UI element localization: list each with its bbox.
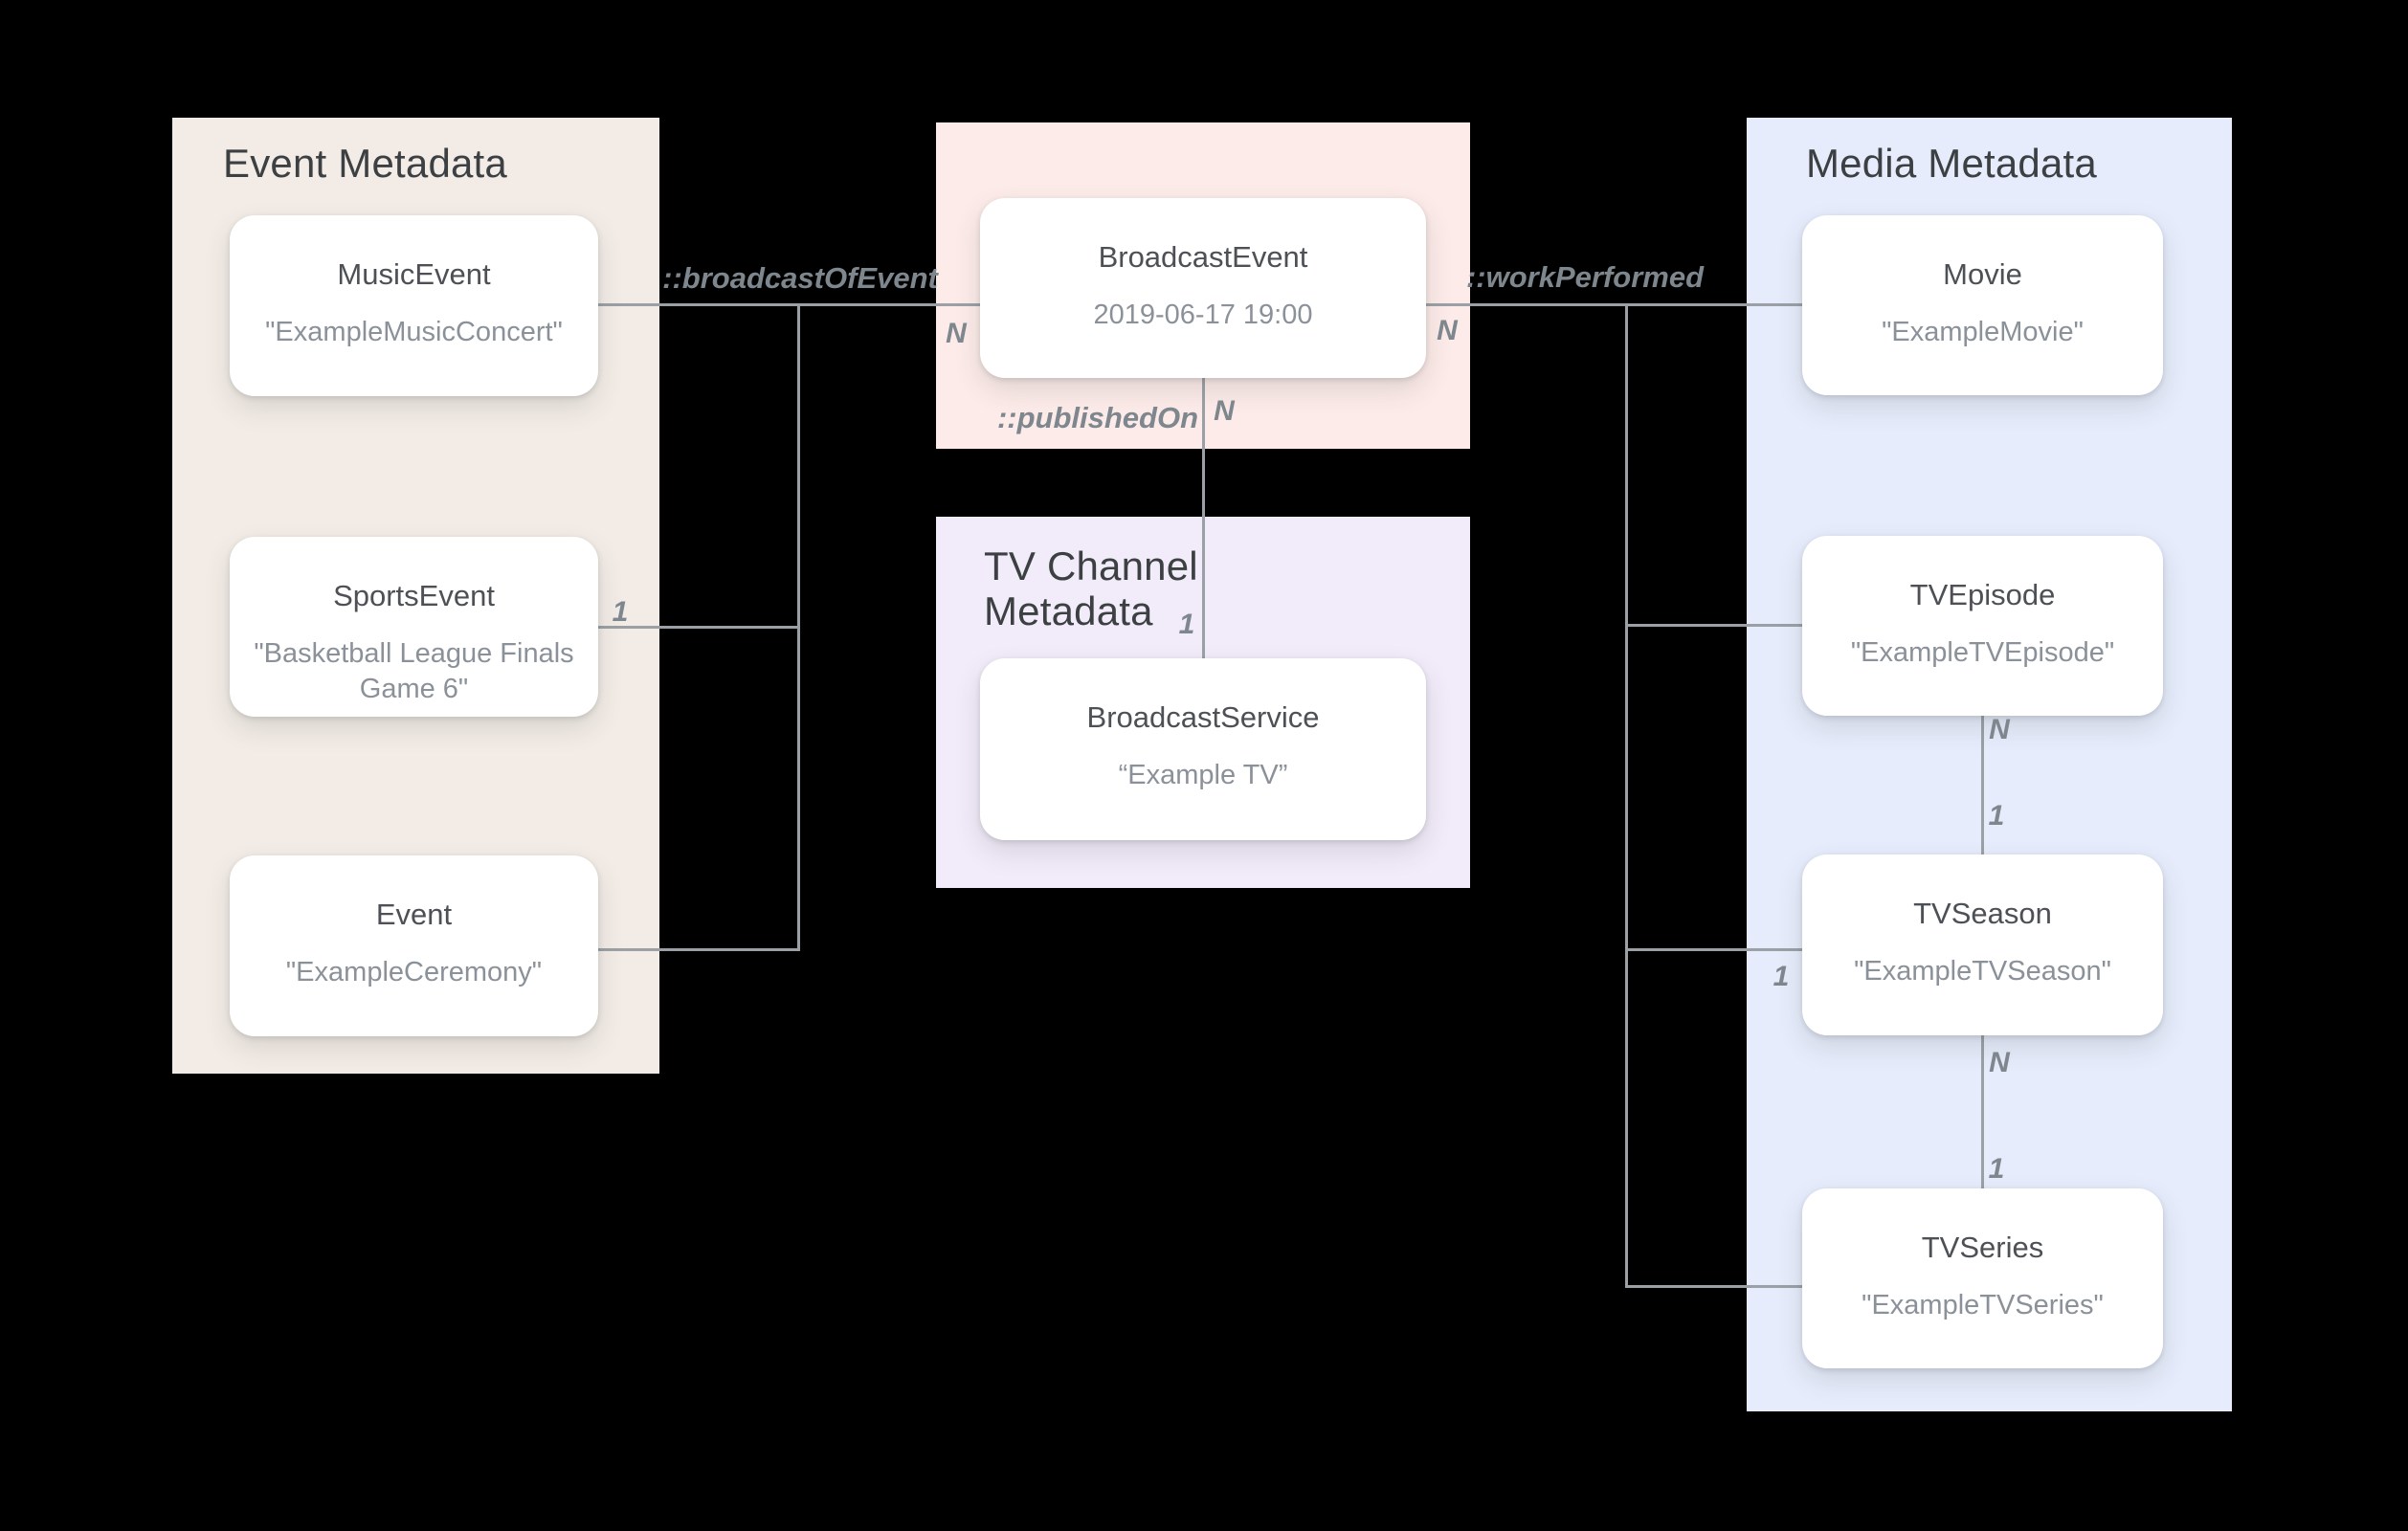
card-subtitle: "ExampleCeremony" [285,957,543,987]
card-title: TVSeries [1921,1231,2044,1264]
connector-tv-episode-branch [1625,624,1802,627]
multiplicity-episode-season-1: 1 [1988,800,2005,832]
card-broadcast-event: BroadcastEvent 2019-06-17 19:00 [980,198,1426,378]
card-tv-series: TVSeries "ExampleTVSeries" [1802,1188,2163,1368]
multiplicity-published-on-n: N [1214,395,1235,427]
multiplicity-sports-event-1: 1 [612,596,629,628]
card-tv-season: TVSeason "ExampleTVSeason" [1802,854,2163,1035]
connector-episode-to-season [1981,716,1984,854]
card-title: Movie [1943,257,2022,291]
multiplicity-season-series-n: N [1989,1047,2010,1078]
connector-media-bus [1625,303,1628,1288]
card-tv-episode: TVEpisode "ExampleTVEpisode" [1802,536,2163,716]
relation-label-work-performed: ::workPerformed [1465,260,1705,294]
relation-label-broadcast-of-event: ::broadcastOfEvent [662,261,938,295]
card-subtitle: "ExampleTVSeason" [1854,956,2111,987]
card-subtitle: 2019-06-17 19:00 [1093,300,1313,330]
card-event: Event "ExampleCeremony" [230,855,598,1036]
panel-title-tv-channel-metadata: TV Channel Metadata [984,544,1198,633]
card-title: Event [375,898,453,931]
connector-work-performed [1426,303,1802,306]
card-subtitle: "ExampleTVSeries" [1862,1290,2104,1320]
connector-event-branch [598,948,800,951]
card-title: TVSeason [1913,897,2052,930]
card-title: BroadcastService [1086,700,1320,734]
connector-tv-series-branch [1625,1285,1802,1288]
card-subtitle: "ExampleMovie" [1882,317,2084,347]
card-subtitle: "ExampleMusicConcert" [265,317,563,347]
multiplicity-season-series-1: 1 [1988,1153,2005,1185]
connector-published-on [1202,378,1205,658]
multiplicity-broadcast-right-n: N [1437,315,1458,346]
multiplicity-season-work-performed-1: 1 [1773,961,1790,992]
card-movie: Movie "ExampleMovie" [1802,215,2163,395]
card-title: BroadcastEvent [1098,240,1308,274]
card-music-event: MusicEvent "ExampleMusicConcert" [230,215,598,396]
card-title: TVEpisode [1909,578,2056,611]
card-broadcast-service: BroadcastService “Example TV” [980,658,1426,840]
card-subtitle: “Example TV” [1118,760,1288,790]
multiplicity-episode-season-n: N [1989,714,2010,745]
card-title: SportsEvent [333,579,495,612]
card-subtitle: "Basketball League Finals Game 6" [254,638,574,704]
multiplicity-broadcast-left-n: N [946,318,967,349]
relation-label-published-on: ::publishedOn [996,401,1199,434]
multiplicity-published-on-1: 1 [1178,609,1195,640]
card-subtitle: "ExampleTVEpisode" [1850,637,2115,668]
connector-tv-season-branch [1625,948,1802,951]
connector-sports-event-branch [598,626,800,629]
connector-broadcast-of-event [598,303,980,306]
card-title: MusicEvent [337,257,491,291]
card-sports-event: SportsEvent "Basketball League Finals Ga… [230,537,598,717]
panel-title-media-metadata: Media Metadata [1806,141,2097,186]
connector-season-to-series [1981,1035,1984,1188]
panel-title-event-metadata: Event Metadata [223,141,507,186]
